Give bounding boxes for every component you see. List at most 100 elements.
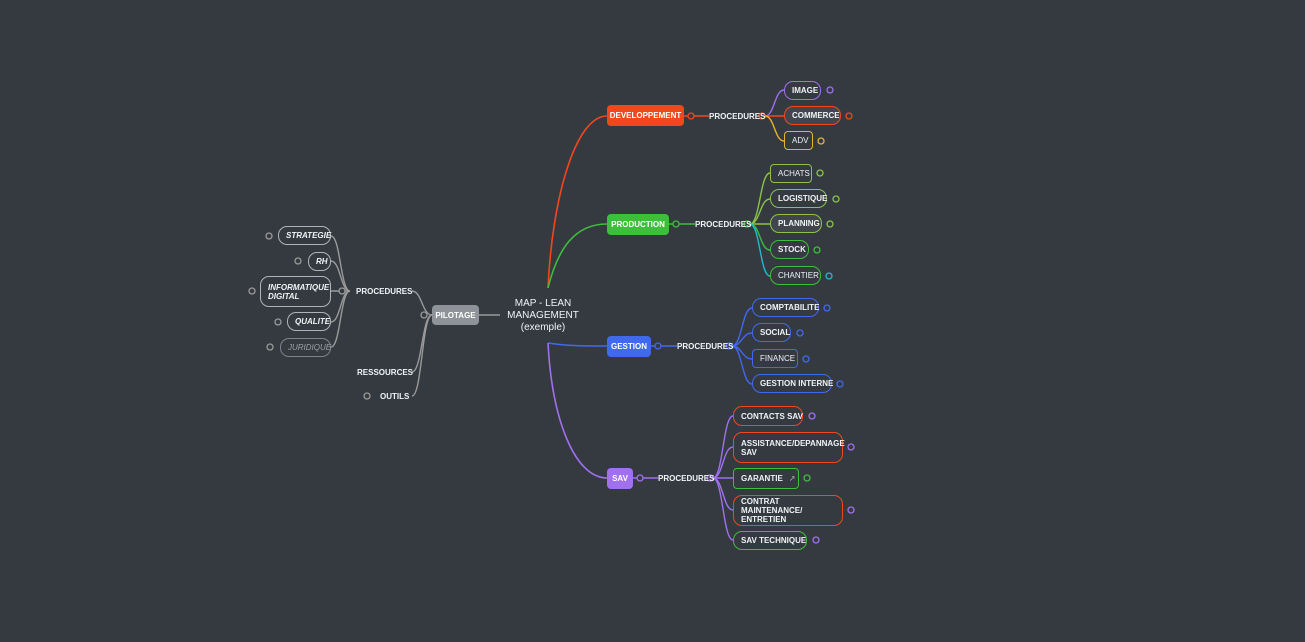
collapse-toggle-icon[interactable] [802, 355, 810, 363]
connector-13 [749, 198, 771, 225]
connector-30 [330, 260, 351, 292]
topic-sav-technique[interactable]: SAV TECHNIQUE [733, 531, 807, 550]
topic-planning[interactable]: PLANNING [770, 214, 822, 233]
connector-12 [749, 172, 771, 225]
topic-developpement[interactable]: DEVELOPPEMENT [607, 105, 684, 126]
topic-sav[interactable]: SAV [607, 468, 633, 489]
collapse-toggle-icon[interactable] [654, 342, 662, 350]
topic-production[interactable]: PRODUCTION [607, 214, 669, 235]
collapse-toggle-icon[interactable] [338, 287, 346, 295]
topic-developpement-label: DEVELOPPEMENT [609, 111, 682, 120]
collapse-toggle-icon[interactable] [832, 195, 840, 203]
topic-garantie-label: GARANTIE [741, 474, 783, 483]
collapse-toggle-icon[interactable] [363, 392, 371, 400]
topic-logistique-label: LOGISTIQUE [778, 194, 828, 203]
topic-gestion-interne-label: GESTION INTERNE [760, 379, 834, 388]
connector-1 [547, 223, 608, 289]
collapse-toggle-icon[interactable] [636, 474, 644, 482]
connector-9 [764, 89, 785, 117]
connector-2 [547, 342, 608, 347]
topic-sav-technique-label: SAV TECHNIQUE [741, 536, 807, 545]
connector-20 [731, 345, 753, 385]
topic-finance[interactable]: FINANCE [752, 349, 798, 368]
collapse-toggle-icon[interactable] [836, 380, 844, 388]
topic-digital-label: DIGITAL [268, 291, 300, 301]
collapse-toggle-icon[interactable] [248, 287, 256, 295]
collapse-toggle-icon[interactable] [796, 329, 804, 337]
collapse-toggle-icon[interactable] [825, 272, 833, 280]
topic-contacts-sav-label: CONTACTS SAV [741, 411, 803, 421]
topic-procedures-left-label: PROCEDURES [356, 287, 413, 296]
connector-21 [712, 415, 734, 479]
topic-contacts-sav[interactable]: CONTACTS SAV [733, 406, 803, 426]
topic-social[interactable]: SOCIAL [752, 323, 791, 342]
topic-contrat-maintenance-entretien[interactable]: CONTRAT MAINTENANCE/ENTRETIEN [733, 495, 843, 526]
collapse-toggle-icon[interactable] [847, 506, 855, 514]
topic-logistique[interactable]: LOGISTIQUE [770, 189, 827, 208]
collapse-toggle-icon[interactable] [294, 257, 302, 265]
collapse-toggle-icon[interactable] [847, 443, 855, 451]
topic-stock[interactable]: STOCK [770, 240, 809, 259]
collapse-toggle-icon[interactable] [826, 86, 834, 94]
collapse-toggle-icon[interactable] [823, 304, 831, 312]
topic-commerce[interactable]: COMMERCE [784, 106, 841, 125]
topic-procedures-left[interactable]: PROCEDURES [356, 286, 412, 297]
connector-11 [764, 115, 785, 142]
topic-achats[interactable]: ACHATS [770, 164, 812, 183]
connector-3 [547, 342, 608, 479]
collapse-toggle-icon[interactable] [845, 112, 853, 120]
topic-adv[interactable]: ADV [784, 131, 813, 150]
connector-15 [749, 223, 771, 251]
collapse-toggle-icon[interactable] [817, 137, 825, 145]
collapse-toggle-icon[interactable] [274, 318, 282, 326]
topic-production-label: PRODUCTION [611, 220, 665, 229]
topic-comptabilite[interactable]: COMPTABILITE [752, 298, 819, 317]
collapse-toggle-icon[interactable] [816, 169, 824, 177]
collapse-toggle-icon[interactable] [266, 343, 274, 351]
topic-pilotage-label: PILOTAGE [435, 310, 476, 320]
topic-ressources[interactable]: RESSOURCES [357, 367, 413, 378]
link-icon[interactable]: ↗ [788, 474, 796, 483]
collapse-toggle-icon[interactable] [265, 232, 273, 240]
central-topic[interactable]: MAP - LEAN MANAGEMENT (exemple) [500, 294, 586, 338]
topic-stock-label: STOCK [778, 245, 806, 254]
collapse-toggle-icon[interactable] [672, 220, 680, 228]
topic-qualite[interactable]: QUALITE [287, 312, 331, 331]
topic-strategie[interactable]: STRATEGIE [278, 226, 331, 245]
topic-procedures-sav[interactable]: PROCEDURES [658, 473, 714, 484]
topic-garantie[interactable]: GARANTIE ↗ [733, 468, 799, 489]
topic-entretien-label: ENTRETIEN [741, 515, 787, 524]
topic-finance-label: FINANCE [760, 354, 796, 363]
topic-procedures-sav-label: PROCEDURES [658, 474, 715, 483]
connector-17 [731, 307, 753, 347]
collapse-toggle-icon[interactable] [808, 412, 816, 420]
connector-28 [411, 314, 433, 397]
collapse-toggle-icon[interactable] [826, 220, 834, 228]
topic-procedures-production-label: PROCEDURES [695, 220, 752, 229]
topic-procedures-gestion[interactable]: PROCEDURES [677, 341, 733, 352]
collapse-toggle-icon[interactable] [420, 311, 428, 319]
topic-assistance-label: ASSISTANCE/DEPANNAGE [741, 438, 845, 448]
topic-procedures-developpement[interactable]: PROCEDURES [709, 111, 765, 122]
topic-image[interactable]: IMAGE [784, 81, 821, 100]
collapse-toggle-icon[interactable] [687, 112, 695, 120]
topic-procedures-developpement-label: PROCEDURES [709, 112, 766, 121]
topic-gestion-interne[interactable]: GESTION INTERNE [752, 374, 834, 393]
topic-juridique[interactable]: JURIDIQUE [280, 338, 331, 357]
central-topic-line2: MANAGEMENT [507, 310, 579, 321]
collapse-toggle-icon[interactable] [813, 246, 821, 254]
topic-chantier[interactable]: CHANTIER [770, 266, 821, 285]
topic-outils[interactable]: OUTILS [380, 391, 409, 402]
topic-gestion[interactable]: GESTION [607, 336, 651, 357]
topic-procedures-production[interactable]: PROCEDURES [695, 219, 751, 230]
topic-contrat-maintenance-label: CONTRAT MAINTENANCE/ [741, 497, 803, 515]
topic-pilotage[interactable]: PILOTAGE [432, 305, 479, 325]
topic-rh[interactable]: RH [308, 252, 331, 271]
collapse-toggle-icon[interactable] [812, 536, 820, 544]
collapse-toggle-icon[interactable] [803, 474, 811, 482]
connector-16 [749, 223, 771, 277]
